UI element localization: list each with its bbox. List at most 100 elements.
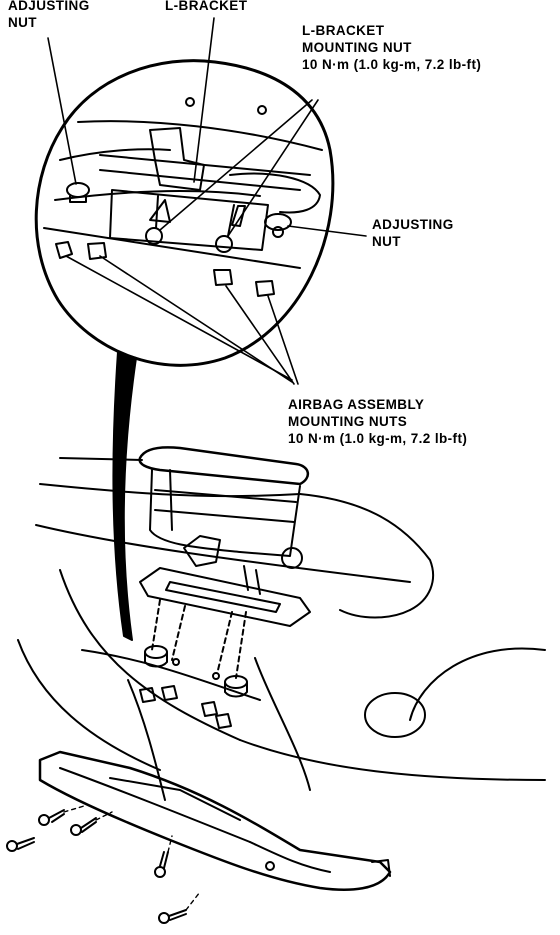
leader-airbag-nut-3 [225, 285, 295, 385]
dash-line-top [59, 457, 143, 461]
airbag-body-rib-2 [154, 509, 295, 523]
airbag-body-rib-1 [154, 489, 297, 503]
airbag-mount-plate-opening [165, 581, 281, 613]
detail-pipe [229, 172, 321, 214]
dash-vent-oval [364, 692, 426, 738]
cover-panel-outline [38, 750, 392, 891]
airbag-top-cover [138, 446, 309, 486]
label-l-bracket-text: L-BRACKET [165, 0, 248, 13]
label-adjusting-nut-left-line1: ADJUSTING [8, 0, 90, 13]
cover-panel-inner-2 [109, 777, 241, 821]
leader-adjusting-nut-right [287, 225, 367, 237]
leader-l-bracket [193, 17, 215, 183]
detail-lower-nut-3 [213, 269, 233, 286]
bolt-line-1 [151, 599, 161, 651]
airbag-stud-2 [255, 569, 261, 595]
detail-dash-line-4 [59, 148, 171, 161]
airbag-bracket [183, 535, 221, 567]
label-adjusting-nut-right-line2: NUT [372, 234, 401, 249]
label-airbag-assembly-mounting-nuts-torque: 10 N·m (1.0 kg-m, 7.2 lb-ft) [288, 431, 468, 446]
detail-lower-nut-4 [255, 280, 275, 297]
lower-nut-set [139, 599, 248, 729]
detail-adjusting-nut-left [66, 182, 90, 203]
label-l-bracket: L-BRACKET [165, 0, 247, 14]
mounting-nut-lower-4 [215, 713, 232, 729]
label-airbag-assembly-mounting-nuts: AIRBAG ASSEMBLY MOUNTING NUTS 10 N·m (1.… [288, 396, 467, 447]
label-airbag-assembly-mounting-nuts-line2: MOUNTING NUTS [288, 414, 408, 429]
airbag-body-rib-3 [169, 469, 173, 531]
detail-circle-outline [34, 59, 335, 367]
label-adjusting-nut-left: ADJUSTING NUT [8, 0, 90, 31]
label-l-bracket-mounting-nut-line2: MOUNTING NUT [302, 40, 412, 55]
airbag-body [149, 469, 301, 557]
screw-guide-2 [95, 811, 113, 821]
cover-panel-inner-1 [59, 767, 251, 843]
screw-guide-1 [63, 805, 85, 813]
dash-line-c [299, 493, 435, 611]
screw-guide-4 [185, 891, 201, 911]
label-l-bracket-mounting-nut: L-BRACKET MOUNTING NUT 10 N·m (1.0 kg-m,… [302, 22, 481, 73]
label-adjusting-nut-right: ADJUSTING NUT [372, 216, 454, 250]
dash-curve-lower [239, 739, 546, 781]
screw-1 [38, 809, 65, 826]
detail-adjusting-nut-right [264, 213, 292, 238]
leader-l-bracket-nut-2 [227, 99, 319, 237]
dash-curve-right [409, 647, 546, 721]
cover-screws [6, 805, 201, 924]
bolt-line-2 [171, 605, 186, 661]
washer-2 [212, 672, 220, 680]
detail-stud-left-1 [145, 195, 171, 245]
adjusting-nut-lower-left [144, 645, 168, 668]
leader-lines [47, 17, 367, 385]
screw-4 [154, 851, 169, 878]
detail-hole-1 [185, 97, 195, 107]
detail-l-bracket-rail [99, 154, 311, 191]
label-adjusting-nut-left-line2: NUT [8, 15, 37, 30]
screw-guide-3 [167, 835, 173, 853]
dash-line-b [35, 524, 411, 583]
label-airbag-assembly-mounting-nuts-line1: AIRBAG ASSEMBLY [288, 397, 425, 412]
airbag-mount-plate [139, 567, 311, 627]
leader-adjusting-nut-left [47, 37, 77, 185]
detail-connector-band [112, 351, 137, 641]
cover-panel-clip [265, 861, 275, 871]
dash-curve-outer [59, 569, 241, 741]
adjusting-nut-lower-right [224, 675, 248, 698]
mounting-nut-lower-3 [201, 701, 218, 717]
label-adjusting-nut-right-line1: ADJUSTING [372, 217, 454, 232]
detail-stud-right-1 [215, 204, 246, 253]
dash-line-e [81, 649, 261, 701]
cover-panel-inner-3 [249, 841, 331, 873]
cover-panel-tab [371, 859, 391, 877]
detail-lower-nut-1 [55, 241, 73, 259]
dash-curve-inner [17, 639, 161, 771]
bolt-line-3 [217, 611, 233, 671]
leader-airbag-nut-4 [267, 295, 299, 385]
leader-airbag-nut-1 [65, 255, 293, 381]
detail-bracket-plate [109, 189, 269, 251]
mounting-nut-lower-1 [139, 687, 156, 703]
detail-hole-2 [257, 105, 267, 115]
bolt-line-4 [235, 611, 247, 679]
screw-5 [158, 909, 187, 924]
airbag-end-cap [281, 547, 303, 569]
lower-cover-panel [38, 750, 392, 891]
screw-2 [6, 837, 35, 852]
detail-lower-nut-2 [87, 242, 107, 260]
dash-line-d [339, 609, 411, 619]
detail-magnified-view [34, 59, 335, 367]
detail-l-bracket [149, 127, 205, 191]
detail-dash-line-3 [43, 227, 301, 269]
dashboard-panel [17, 457, 546, 801]
leader-airbag-nut-2 [99, 255, 293, 383]
mounting-nut-lower-2 [161, 685, 178, 701]
dash-line-f [254, 657, 311, 791]
washer-1 [172, 658, 180, 666]
label-l-bracket-mounting-nut-torque: 10 N·m (1.0 kg-m, 7.2 lb-ft) [302, 57, 482, 72]
dash-line-a [39, 483, 301, 498]
airbag-assembly [138, 446, 311, 627]
airbag-stud-1 [243, 565, 249, 591]
label-l-bracket-mounting-nut-line1: L-BRACKET [302, 23, 385, 38]
